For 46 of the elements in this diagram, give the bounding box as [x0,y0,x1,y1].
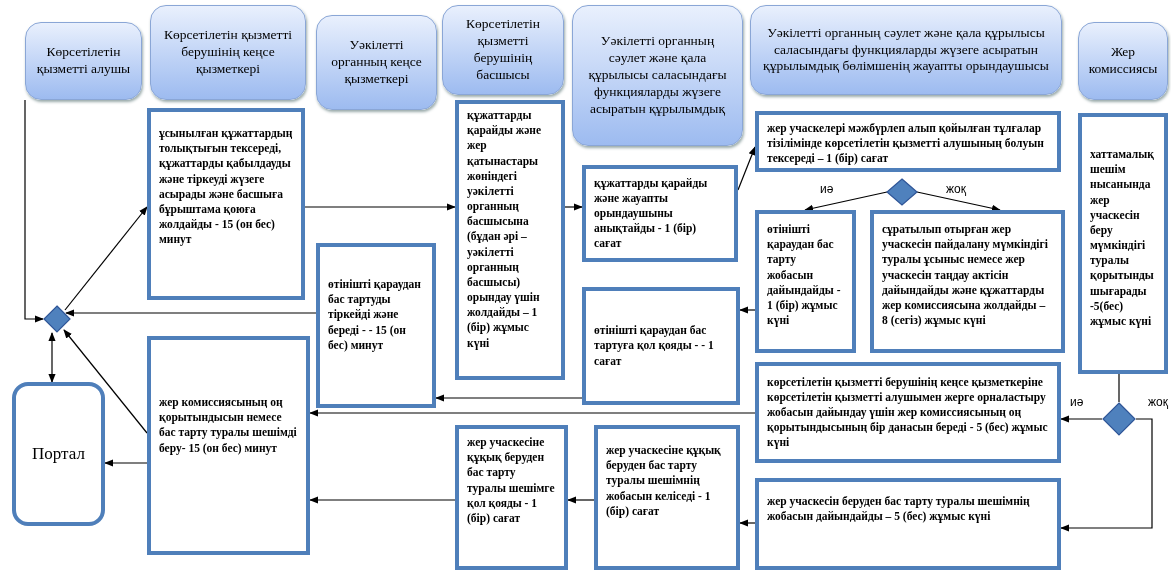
decision-diamond [886,178,918,206]
arrow [48,332,56,383]
process-box: өтінішті қараудан бас тарту жобасын дайындайды - 1 (бір) жұмыс күні [755,210,856,353]
edge-label: жоқ [944,183,968,197]
arrow [916,191,1001,212]
process-box: жер учаскесін беруден бас тарту туралы шешімнің жобасын дайындайды – 5 (бес) жұмыс күні [755,478,1061,570]
arrow [64,206,148,311]
arrow [739,306,756,314]
process-box: жер комиссиясының оң қорытындысын немесе бас тарту туралы шешімді беру- 15 (он бес) минут [147,336,310,555]
process-box: жер учаскесіне құқық беруден бас тарту туралы шешімнің жобасын келіседі - 1 (бір) сағат [594,425,740,570]
arrow [309,496,456,504]
decision-diamond [1102,402,1136,436]
arrow [739,519,756,527]
lane-header: Көрсетілетін қызметті берушінің басшысы [442,5,564,95]
arrow [564,203,583,211]
arrow [65,309,317,317]
arrow [24,99,44,323]
connector-line [1118,373,1120,403]
arrow [567,496,595,504]
lane-header: Уәкілетті органның кеңсе қызметкері [316,15,437,110]
lane-header: Көрсетілетін қызметті берушінің кеңсе қызметкері [150,5,306,100]
process-box: құжаттарды қарайды және жауапты орындаушыны анықтайды - 1 (бір) сағат [582,165,738,262]
lane-header: Уәкілетті органның сәулет және қала құрылысы саласындағы функцияларды жүзеге асыратын құрылымдық бөлімшенің жауапты орындаушысы [750,5,1062,95]
arrow [304,203,456,211]
lane-header: Жер комиссиясы [1078,22,1168,100]
process-box: жер учаскелері мәжбүрлеп алып қойылған тұлғалар тізілімінде көрсетілетін қызметті алушының болуын тексереді – 1 (бір) сағат [755,111,1061,172]
arrow [1060,418,1153,532]
decision-diamond [43,305,71,333]
arrow [104,459,148,467]
arrow [1060,415,1103,423]
process-box: ұсынылған құжаттардың толықтығын тексереді, құжаттарды қабылдауды және тіркеуді жүзеге асырады және басшыға бұрыштама қоюға жолдайды - 15 (он бес) минут [147,108,305,300]
arrow [63,329,148,434]
process-box: өтінішті қараудан бас тартуды тіркейді және береді - - 15 (он бес) минут [316,243,436,408]
portal-box: Портал [12,382,105,526]
process-box: өтінішті қараудан бас тартуға қол қояды - - 1 сағат [582,287,740,405]
arrow [435,394,583,402]
process-box: жер учаскесіне құқық беруден бас тарту туралы шешімге қол қояды - 1 (бір) сағат [455,425,568,570]
arrow [309,409,756,417]
lane-header: Көрсетілетін қызметті алушы [25,22,142,100]
lane-header: Уәкілетті органның сәулет және қала құрылысы саласындағы функцияларды жүзеге асыратын құрылымдық [572,5,743,146]
edge-label: жоқ [1146,396,1170,410]
process-box: көрсетілетін қызметті берушінің кеңсе қызметкеріне көрсетілетін қызметті алушымен жерге орналастыру жобасын дайындау үшін жер комиссиясының оң қорытындысының бір данасын береді - 5 (бес) жұмыс күні [755,362,1061,463]
process-box: сұратылып отырған жер учаскесін пайдалану мүмкіндігі туралы ұсыныс немесе жер учаскесін таңдау актісін дайындайды және құжаттарды жер комиссиясына жолдайды – 8 (сегіз) жұмыс күні [870,210,1065,353]
process-box: құжаттарды қарайды және жер қатынастары жөніндегі уәкілетті органның басшысына (бұдан әрі – уәкілетті органның басшысы) орындау үшін жолдайды – 1 (бір) жұмыс күні [455,100,565,380]
arrow [804,191,888,212]
process-box: хаттамалық шешім нысанында жер учаскесін беру мүмкіндігі туралы қорытынды шығарады -5(бес) жұмыс күні [1078,113,1168,374]
